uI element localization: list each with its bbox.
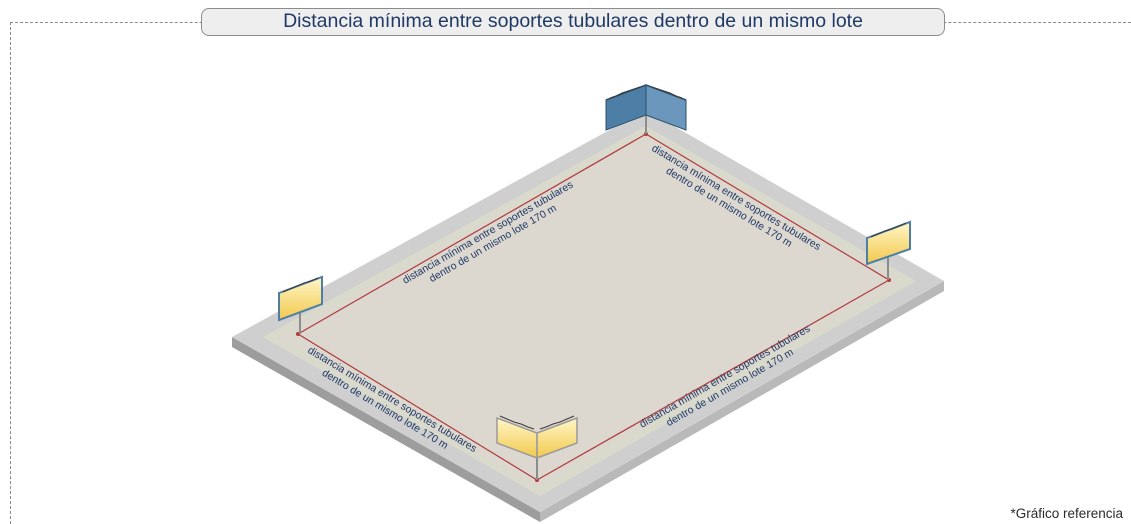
frame-border-left (10, 22, 11, 524)
distance-lines (297, 133, 890, 481)
footnote-reference: *Gráfico referencia (1010, 506, 1123, 521)
distance-line-bottom-right (536, 279, 890, 481)
lot-slab-right-face (540, 281, 944, 522)
billboard-top (605, 84, 687, 134)
billboard-bottom (496, 415, 578, 480)
diagram-title: Distancia mínima entre soportes tubulare… (201, 8, 945, 36)
distance-line-bottom-left (297, 333, 538, 481)
distance-line-top-right (645, 133, 890, 281)
lot-slab-left-face (232, 337, 540, 522)
billboard-right (866, 220, 911, 280)
billboard-left (278, 275, 323, 334)
distance-line-top-left (297, 133, 647, 335)
billboard-bottom-right-panel (536, 416, 578, 460)
lot-surface (279, 133, 902, 487)
